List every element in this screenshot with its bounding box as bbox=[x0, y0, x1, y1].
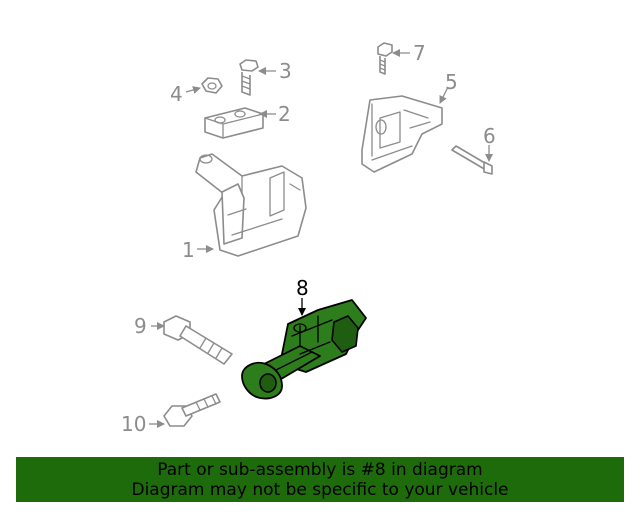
callout-7: 7 bbox=[413, 41, 426, 65]
part-2-bracket[interactable] bbox=[204, 107, 264, 139]
callout-10: 10 bbox=[121, 412, 146, 436]
part-1-engine-mount[interactable] bbox=[195, 153, 307, 257]
banner-line-1: Part or sub-assembly is #8 in diagram bbox=[157, 460, 483, 480]
part-8-torque-rod[interactable] bbox=[241, 299, 367, 400]
parts-diagram: 7 3 4 2 1 5 6 bbox=[121, 41, 496, 436]
callout-6: 6 bbox=[483, 124, 496, 148]
callout-4: 4 bbox=[170, 82, 183, 106]
callout-5: 5 bbox=[445, 70, 458, 94]
part-7-bolt[interactable] bbox=[377, 42, 393, 75]
part-3-bolt[interactable] bbox=[239, 59, 259, 96]
callout-1: 1 bbox=[182, 238, 195, 262]
part-4-nut[interactable] bbox=[201, 77, 223, 94]
info-banner: Part or sub-assembly is #8 in diagram Di… bbox=[16, 457, 624, 502]
callout-3: 3 bbox=[279, 59, 292, 83]
callout-2: 2 bbox=[278, 102, 291, 126]
part-5-mount-bracket[interactable] bbox=[361, 95, 443, 173]
banner-line-2: Diagram may not be specific to your vehi… bbox=[131, 480, 509, 500]
part-6-stud[interactable] bbox=[451, 145, 493, 175]
part-9-bolt[interactable] bbox=[163, 315, 233, 365]
part-10-bolt[interactable] bbox=[163, 393, 221, 427]
callout-9: 9 bbox=[134, 314, 147, 338]
callout-8: 8 bbox=[296, 276, 309, 300]
